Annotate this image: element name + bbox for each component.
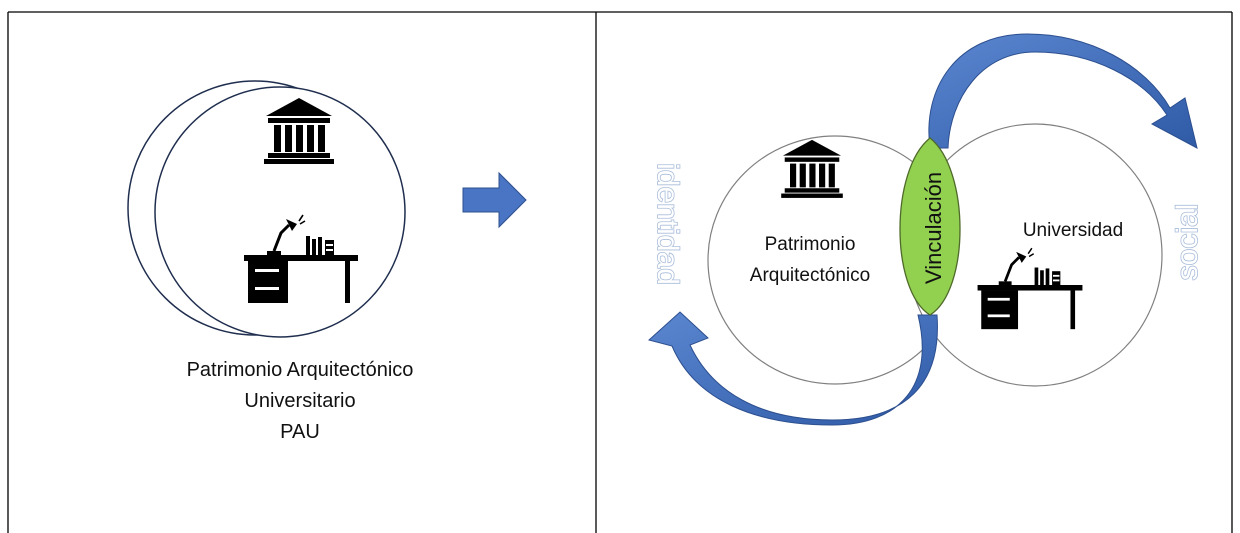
social-label: social xyxy=(1171,204,1204,281)
panel-borders xyxy=(7,11,1233,533)
vinculacion-label: Vinculación xyxy=(921,172,946,284)
vinculacion-lens xyxy=(899,137,961,316)
right-panel: Vinculación Patrimonio Arquitectónico Un… xyxy=(647,33,1205,426)
pau-title-line-3: PAU xyxy=(280,421,320,443)
left-panel: Patrimonio Arquitectónico Universitario … xyxy=(127,80,414,443)
right-arrow-icon xyxy=(462,171,527,229)
heritage-label-line-1: Patrimonio xyxy=(765,234,856,255)
pau-title-line-1: Patrimonio Arquitectónico xyxy=(187,359,414,381)
university-label: Universidad xyxy=(1023,220,1123,241)
identidad-label: identidad xyxy=(651,163,684,285)
lower-cycle-arrow xyxy=(647,311,938,426)
pau-title-line-2: Universitario xyxy=(244,390,355,412)
front-circle xyxy=(154,86,406,338)
heritage-label-line-2: Arquitectónico xyxy=(750,265,870,286)
upper-cycle-arrow xyxy=(928,33,1198,149)
